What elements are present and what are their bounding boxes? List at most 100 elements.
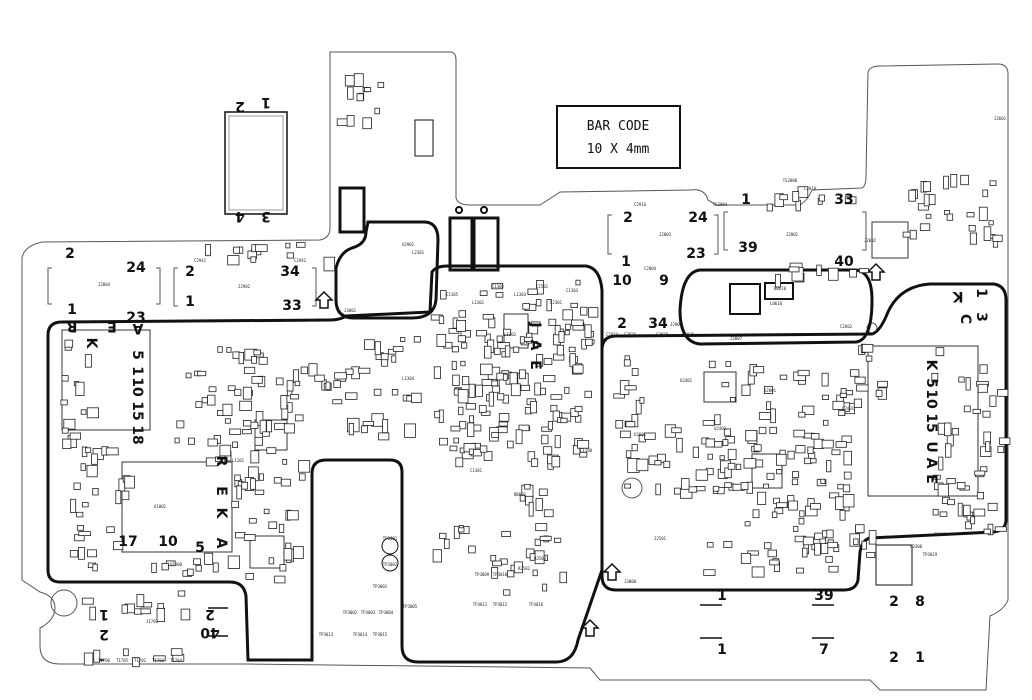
- smd-pad: [831, 449, 841, 456]
- smd-pad: [763, 483, 769, 489]
- pin-number: 1: [99, 606, 109, 622]
- smd-pad: [960, 174, 969, 186]
- smd-pad: [767, 549, 778, 558]
- smd-pad: [201, 397, 209, 404]
- smd-pad: [492, 560, 502, 567]
- smd-pad: [844, 196, 857, 205]
- smd-pad: [724, 482, 732, 489]
- designator: T1706: [98, 658, 111, 663]
- smd-pad: [362, 117, 372, 130]
- smd-pad: [468, 545, 476, 554]
- smd-pad: [550, 394, 563, 400]
- pin-number: 3: [261, 208, 271, 224]
- designator: J2902: [670, 322, 683, 327]
- smd-pad: [323, 256, 336, 272]
- smd-pad: [705, 438, 716, 448]
- smd-pad: [224, 418, 231, 424]
- smd-pad: [286, 252, 295, 259]
- smd-pad: [280, 395, 288, 410]
- smd-pad: [631, 368, 639, 376]
- smd-pad: [177, 590, 186, 597]
- smd-pad: [560, 417, 568, 424]
- designator: C2942: [294, 258, 307, 263]
- smd-pad: [530, 321, 541, 327]
- smd-pad: [703, 569, 716, 576]
- smd-pad: [363, 87, 372, 92]
- smd-pad: [153, 655, 166, 662]
- silk-letter: 3: [973, 312, 989, 322]
- designator: C2602: [840, 324, 853, 329]
- smd-pad: [455, 457, 464, 468]
- silk-letter: 10: [129, 377, 145, 397]
- smd-pad: [283, 423, 295, 434]
- silk-letter: 5: [195, 540, 205, 556]
- smd-pad: [832, 400, 845, 410]
- silk-letter: R: [213, 456, 229, 467]
- smd-pad: [802, 405, 815, 416]
- silk-letter: E: [213, 486, 229, 496]
- smd-pad: [735, 463, 742, 471]
- designator: J2007: [730, 336, 743, 341]
- smd-pad: [493, 347, 501, 355]
- shield-sim-area: [678, 268, 874, 346]
- smd-pad: [527, 288, 538, 295]
- smd-pad: [751, 566, 765, 578]
- smd-pad: [838, 409, 846, 416]
- smd-pad: [620, 430, 631, 439]
- pin-number: 23: [686, 246, 705, 262]
- smd-pad: [344, 392, 358, 400]
- smd-pad: [542, 583, 548, 592]
- connector-shadow: [228, 115, 284, 211]
- smd-pad: [706, 542, 714, 548]
- smd-pad: [498, 413, 510, 422]
- designator: L0610: [770, 301, 783, 306]
- smd-pad: [714, 414, 721, 426]
- ic-sim: [729, 283, 761, 315]
- smd-pad: [457, 335, 466, 343]
- smd-pad: [255, 410, 264, 426]
- silk-letter: A: [213, 538, 229, 549]
- smd-pad: [688, 486, 698, 493]
- smd-pad: [510, 383, 521, 397]
- pin-number: 2: [623, 210, 633, 226]
- smd-pad: [285, 242, 291, 249]
- designator: TP3002: [343, 610, 358, 615]
- smd-pad: [963, 405, 971, 413]
- silk-letter: E: [527, 360, 543, 370]
- designator: C2925: [682, 332, 695, 337]
- smd-pad: [522, 303, 530, 310]
- smd-pad: [83, 652, 94, 666]
- smd-pad: [187, 437, 195, 445]
- designator: TP3010: [493, 572, 508, 577]
- smd-pad: [361, 425, 368, 434]
- smd-pad: [80, 463, 86, 471]
- smd-pad: [743, 458, 757, 469]
- designator: TP3009: [475, 572, 490, 577]
- designator: T1702: [134, 658, 147, 663]
- designator: TP3003: [361, 610, 376, 615]
- silk-letter: K: [923, 360, 939, 372]
- barcode-area: [556, 105, 681, 169]
- designator: J2501: [654, 536, 667, 541]
- smd-pad: [458, 310, 466, 318]
- smd-pad: [469, 415, 474, 423]
- smd-pad: [547, 420, 553, 431]
- smd-pad: [268, 521, 278, 530]
- smd-pad: [979, 364, 988, 374]
- smd-pad: [268, 557, 275, 565]
- smd-pad: [242, 429, 252, 435]
- smd-pad: [564, 386, 570, 394]
- smd-pad: [982, 410, 991, 418]
- smd-pad: [251, 356, 257, 364]
- silk-letter: 18: [129, 425, 145, 444]
- smd-pad: [332, 399, 343, 405]
- pin-number: 2: [235, 98, 245, 114]
- smd-pad: [491, 567, 499, 579]
- silk-letter: 17: [118, 534, 137, 550]
- smd-pad: [333, 380, 341, 388]
- smd-pad: [399, 337, 406, 342]
- smd-pad: [233, 246, 240, 254]
- smd-pad: [814, 542, 821, 556]
- smd-pad: [744, 521, 751, 527]
